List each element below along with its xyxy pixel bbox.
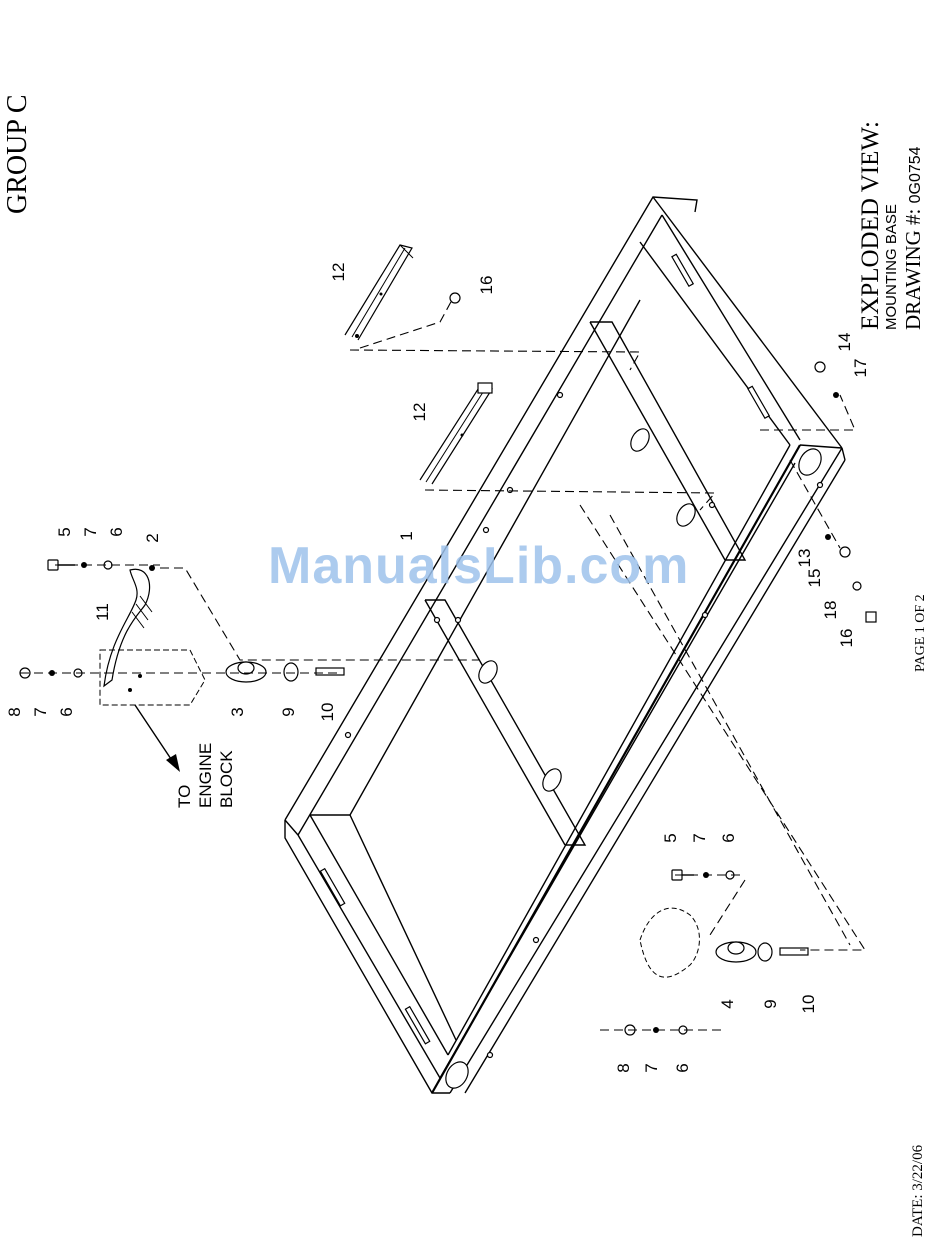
leader-lines — [20, 300, 865, 1030]
callout-15: 15 — [805, 569, 824, 588]
callout-16a: 16 — [477, 276, 496, 295]
callout-6a: 6 — [107, 527, 126, 536]
callout-17: 17 — [851, 359, 870, 378]
callout-10b: 10 — [799, 995, 818, 1014]
callout-7d: 7 — [642, 1063, 661, 1072]
watermark: ManualsLib.com — [268, 536, 689, 596]
callout-12b: 12 — [410, 403, 429, 422]
callout-6b: 6 — [57, 707, 76, 716]
note-line-2: ENGINE — [196, 743, 215, 808]
callout-18: 18 — [821, 601, 840, 620]
bracket-lower — [420, 383, 492, 484]
callout-8a: 8 — [5, 707, 24, 716]
callout-4: 4 — [718, 999, 737, 1008]
callout-14: 14 — [835, 333, 854, 352]
callout-12a: 12 — [329, 263, 348, 282]
hardware-right-group — [625, 870, 808, 1035]
bracket-upper — [345, 245, 413, 340]
callout-13: 13 — [795, 549, 814, 568]
callout-5b: 5 — [661, 833, 680, 842]
engine-bracket — [100, 569, 205, 705]
callout-11: 11 — [93, 603, 112, 621]
engine-block-arrow — [135, 705, 180, 772]
callout-16b: 16 — [837, 629, 856, 648]
note-line-3: BLOCK — [217, 750, 236, 808]
callout-7a: 7 — [81, 527, 100, 536]
callout-8b: 8 — [614, 1063, 633, 1072]
callout-9b: 9 — [761, 999, 780, 1008]
callout-6c: 6 — [719, 833, 738, 842]
callout-9a: 9 — [279, 707, 298, 716]
callout-2: 2 — [143, 533, 162, 542]
callout-7b: 7 — [31, 707, 50, 716]
note-line-1: TO — [175, 785, 194, 808]
callout-3: 3 — [228, 707, 247, 716]
callout-5a: 5 — [55, 527, 74, 536]
callout-10a: 10 — [318, 703, 337, 722]
engine-block-note: TO ENGINE BLOCK — [175, 743, 236, 808]
callout-6d: 6 — [673, 1063, 692, 1072]
callout-7c: 7 — [690, 833, 709, 842]
